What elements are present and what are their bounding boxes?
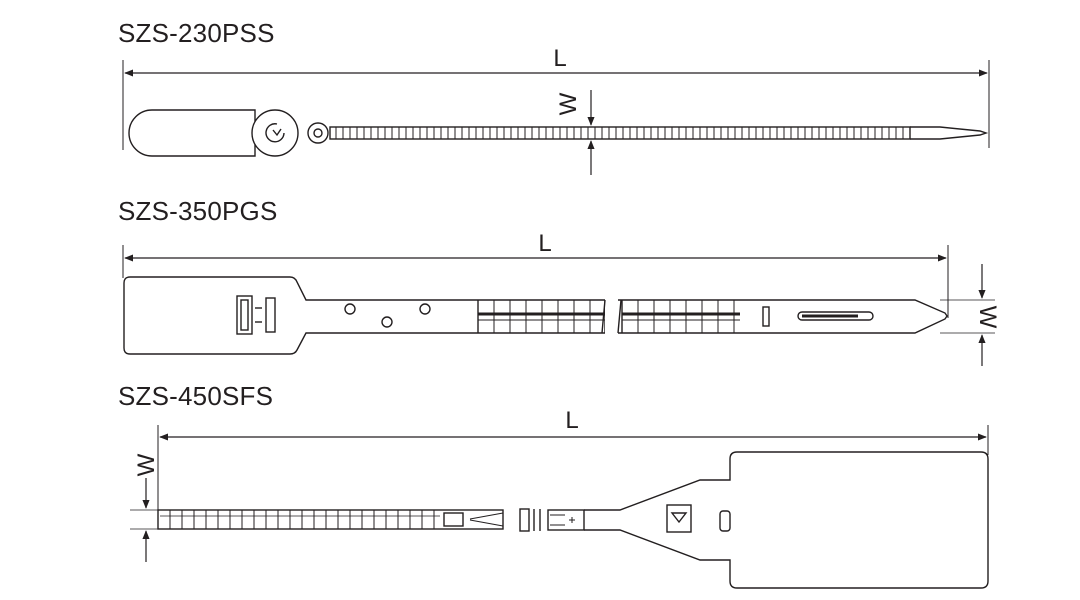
seal-3-tag-slot: [719, 510, 731, 532]
seal-1-eyelet: [307, 122, 329, 144]
seal-2-hole-3: [419, 303, 431, 315]
seal-2-lock-slot: [265, 297, 276, 333]
seal-3-drawing: [130, 425, 989, 589]
seal-2-tip-groove: [797, 311, 874, 321]
seal-3-connector-mark: [569, 517, 575, 523]
seal-2-lock-window-inner: [240, 299, 249, 331]
seal-3-connector-1: [519, 508, 530, 532]
seal-2-length-label: L: [538, 230, 551, 257]
seal-1-lock-symbol: [265, 123, 285, 143]
seal-1-model-title: SZS-230PSS: [118, 18, 275, 48]
seal-2-hole-1: [344, 303, 356, 315]
seal-2-lock-window: [236, 295, 253, 335]
seal-1-lock-notch: [272, 128, 282, 137]
seal-3-model-title: SZS-450SFS: [118, 381, 274, 411]
seal-1-strap: [329, 126, 911, 140]
seal-2-break-edge-right: [617, 299, 622, 334]
seal-2-strap-right: [618, 299, 948, 334]
seal-2-break-edge-left: [601, 299, 606, 334]
seal-2-width-label: W: [974, 306, 1001, 329]
seal-1-tag-body: [128, 109, 256, 157]
seal-1-strap-teeth: [335, 127, 904, 139]
seal-1-length-label: L: [553, 45, 566, 72]
seal-2-drawing: [122, 245, 995, 366]
seal-3-strap-taper: [469, 512, 504, 527]
seal-1-width-label: W: [555, 92, 582, 115]
seal-3-length-label: L: [565, 407, 578, 434]
seal-1-eyelet-hole: [313, 128, 323, 138]
seal-3-strap-end-slot: [443, 512, 464, 527]
seal-2-tip-slot: [762, 306, 770, 327]
seal-3-tag-body: [584, 451, 989, 589]
seal-3-width-label: W: [133, 453, 160, 476]
seal-1-strap-tip: [910, 126, 989, 140]
seal-3-lock-triangle: [670, 512, 688, 524]
seal-2-strap-teeth: [477, 300, 740, 333]
seal-2-model-title: SZS-350PGS: [118, 196, 278, 226]
seal-3-strap-teeth: [160, 510, 440, 529]
seal-2-hole-2: [381, 316, 393, 328]
seal-3-strap-left: [157, 509, 504, 530]
seal-3-connector-block: [547, 509, 585, 531]
seal-1-drawing: [122, 60, 990, 175]
seal-2-tag-body: [123, 276, 606, 355]
seal-3-connector-ribs: [550, 514, 565, 526]
seal-2-break-gap: [605, 298, 618, 335]
seal-3-lock-box: [666, 504, 692, 533]
